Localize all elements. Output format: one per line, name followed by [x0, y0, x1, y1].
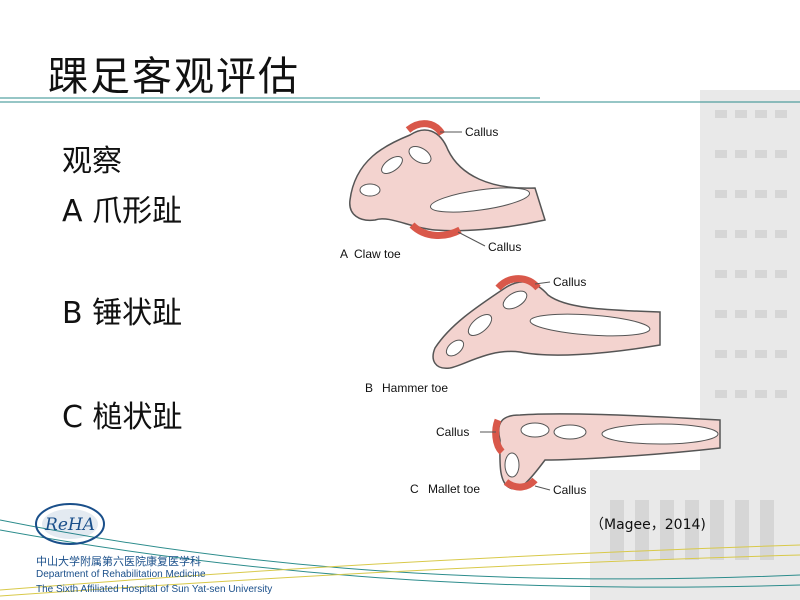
callus-label: Callus	[553, 275, 586, 289]
logo-text: ReHA	[44, 515, 95, 535]
mallet-toe-illustration: Callus Callus C Mallet toe	[410, 413, 721, 497]
decorative-curves	[0, 519, 800, 597]
list-item-text: 锤状趾	[92, 296, 183, 331]
list-item-letter: A	[62, 194, 83, 229]
callus-label: Callus	[465, 125, 498, 139]
slide-title: 踝足客观评估	[48, 54, 300, 100]
panel-letter: B	[365, 381, 373, 395]
claw-toe-illustration: Callus Callus A Claw toe	[340, 120, 546, 261]
callus-label: Callus	[436, 425, 469, 439]
panel-caption: Mallet toe	[428, 482, 480, 496]
background-building	[590, 90, 800, 600]
list-item-a: A 爪形趾	[62, 186, 182, 230]
callus-label: Callus	[553, 483, 586, 497]
institution-name-cn: 中山大学附属第六医院康复医学科	[36, 555, 201, 568]
panel-letter: C	[410, 482, 419, 496]
panel-caption: Claw toe	[354, 247, 401, 261]
list-item-c: C 槌状趾	[62, 392, 183, 436]
panel-caption: Hammer toe	[382, 381, 448, 395]
reha-logo: ReHA	[35, 503, 105, 545]
department-name-en: Department of Rehabilitation Medicine	[36, 569, 206, 580]
citation: （Magee，2014)	[590, 517, 706, 533]
list-item-letter: B	[62, 296, 83, 331]
panel-letter: A	[340, 247, 348, 261]
section-heading: 观察	[62, 144, 122, 179]
hammer-toe-illustration: Callus B Hammer toe	[365, 275, 661, 395]
hospital-name-en: The Sixth Affiliated Hospital of Sun Yat…	[36, 584, 273, 595]
callus-label: Callus	[488, 240, 521, 254]
toe-deformity-figure: Callus Callus A Claw toe Callus B Hammer…	[340, 120, 721, 497]
list-item-letter: C	[62, 400, 83, 435]
list-item-b: B 锤状趾	[62, 288, 182, 332]
list-item-text: 爪形趾	[92, 194, 183, 229]
title-underline	[0, 97, 800, 103]
list-item-text: 槌状趾	[92, 400, 183, 435]
